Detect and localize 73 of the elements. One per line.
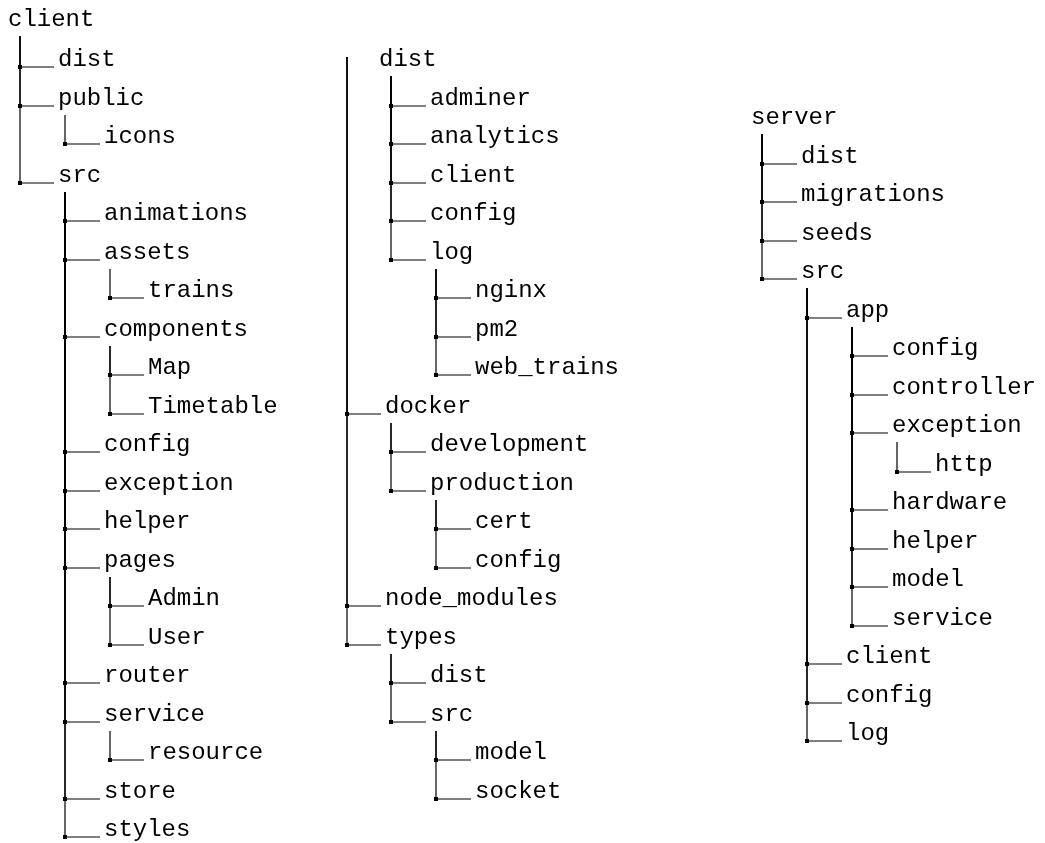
tree-connector [109,345,145,415]
folder-name: service [104,702,205,728]
tree-connector [390,75,427,261]
folder-name: hardware [892,490,1008,516]
tree-connector [390,422,427,492]
folder-name: types [385,625,457,651]
folder-name: dist [58,47,116,73]
folder-name: User [148,625,206,651]
folder-name: config [430,201,517,227]
tree-connector [435,268,472,376]
folder-name: helper [892,529,979,555]
folder-name: resource [148,740,264,766]
folder-name: web_trains [475,355,620,381]
tree-connector [435,730,472,800]
tree-connector [390,653,427,723]
tree-connector [109,268,145,299]
folder-name: src [430,702,474,728]
folder-name: dist [801,144,859,170]
folder-name: Timetable [148,394,278,420]
folder-name: pm2 [475,317,519,343]
folder-name: router [104,663,191,689]
folder-name: server [751,105,838,131]
folder-name: config [475,548,562,574]
folder-name: service [892,606,993,632]
folder-name: src [801,259,845,285]
folder-name: adminer [430,86,531,112]
folder-name: pages [104,548,176,574]
folder-name: http [935,452,993,478]
folder-name: development [430,432,589,458]
folder-name: model [892,567,964,593]
folder-name: config [892,336,979,362]
folder-name: controller [892,375,1037,401]
folder-name: trains [148,278,235,304]
folder-name: exception [892,413,1022,439]
folder-name: docker [385,394,472,420]
folder-name: styles [104,817,191,843]
folder-name: dist [430,663,488,689]
folder-name: dist [379,47,437,73]
folder-name: model [475,740,547,766]
folder-name: Map [148,355,192,381]
folder-name: production [430,471,575,497]
folder-name: src [58,163,102,189]
tree-connector [109,730,145,761]
folder-name: node_modules [385,586,558,612]
folder-name: config [104,432,191,458]
tree-connector [109,576,145,646]
folder-name: socket [475,779,562,805]
folder-name: log [430,240,474,266]
folder-name: Admin [148,586,220,612]
folder-name: client [846,644,933,670]
folder-name: analytics [430,124,560,150]
folder-name: seeds [801,221,873,247]
folder-name: animations [104,201,249,227]
tree-connector [896,441,932,473]
tree-connector [761,133,798,280]
folder-name: nginx [475,278,547,304]
folder-name: exception [104,471,234,497]
folder-name: client [8,7,95,33]
folder-name: client [430,163,517,189]
folder-name: migrations [801,182,946,208]
tree-connector [435,499,472,569]
folder-name: public [58,86,145,112]
tree-connector [19,35,55,184]
tree-connector [64,114,101,145]
folder-name: config [846,683,933,709]
folder-name: app [846,298,890,324]
folder-name: components [104,317,249,343]
folder-name: icons [104,124,176,150]
folder-name: log [846,721,890,747]
folder-name: assets [104,240,191,266]
folder-name: helper [104,509,191,535]
folder-name: cert [475,509,533,535]
folder-name: store [104,779,176,805]
